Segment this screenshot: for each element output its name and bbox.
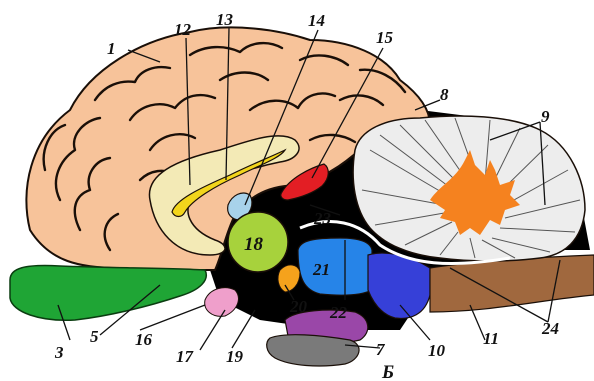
label-11: 11 <box>483 329 499 348</box>
label-16: 16 <box>135 330 153 349</box>
label-21: 21 <box>312 260 330 279</box>
ventricle-line <box>299 220 511 266</box>
pituitary-gray <box>266 334 360 367</box>
label-5: 5 <box>90 327 99 346</box>
label-18: 18 <box>244 234 264 255</box>
leader-lines <box>57 27 561 351</box>
figure-caption: Б <box>381 362 394 381</box>
label-12: 12 <box>174 20 192 39</box>
mammillary-orange <box>277 264 301 293</box>
label-20: 20 <box>289 297 308 316</box>
label-24: 24 <box>541 319 559 338</box>
label-17: 17 <box>176 347 195 366</box>
corpus-callosum-core <box>171 148 287 218</box>
hypothalamus-blue <box>297 237 373 296</box>
label-15: 15 <box>376 28 394 47</box>
label-10: 10 <box>428 341 446 360</box>
label-22: 22 <box>329 303 348 322</box>
fornix <box>227 192 253 221</box>
label-3: 3 <box>54 343 64 362</box>
label-13: 13 <box>216 10 234 29</box>
label-7: 7 <box>376 340 386 359</box>
label-1: 1 <box>107 39 116 58</box>
arbor-vitae <box>430 150 520 235</box>
label-9: 9 <box>541 107 550 126</box>
cortex-sulci <box>42 41 407 252</box>
number-labels: 1 12 13 14 15 8 9 23 18 21 20 22 3 5 16 … <box>54 10 559 366</box>
olfactory-bulb-green <box>9 264 207 321</box>
optic-pink <box>204 287 239 317</box>
pineal-red-structure <box>280 163 329 201</box>
label-23: 23 <box>313 209 332 228</box>
label-8: 8 <box>440 85 449 104</box>
thalamus <box>227 211 289 273</box>
label-19: 19 <box>226 347 244 366</box>
label-14: 14 <box>308 11 325 30</box>
